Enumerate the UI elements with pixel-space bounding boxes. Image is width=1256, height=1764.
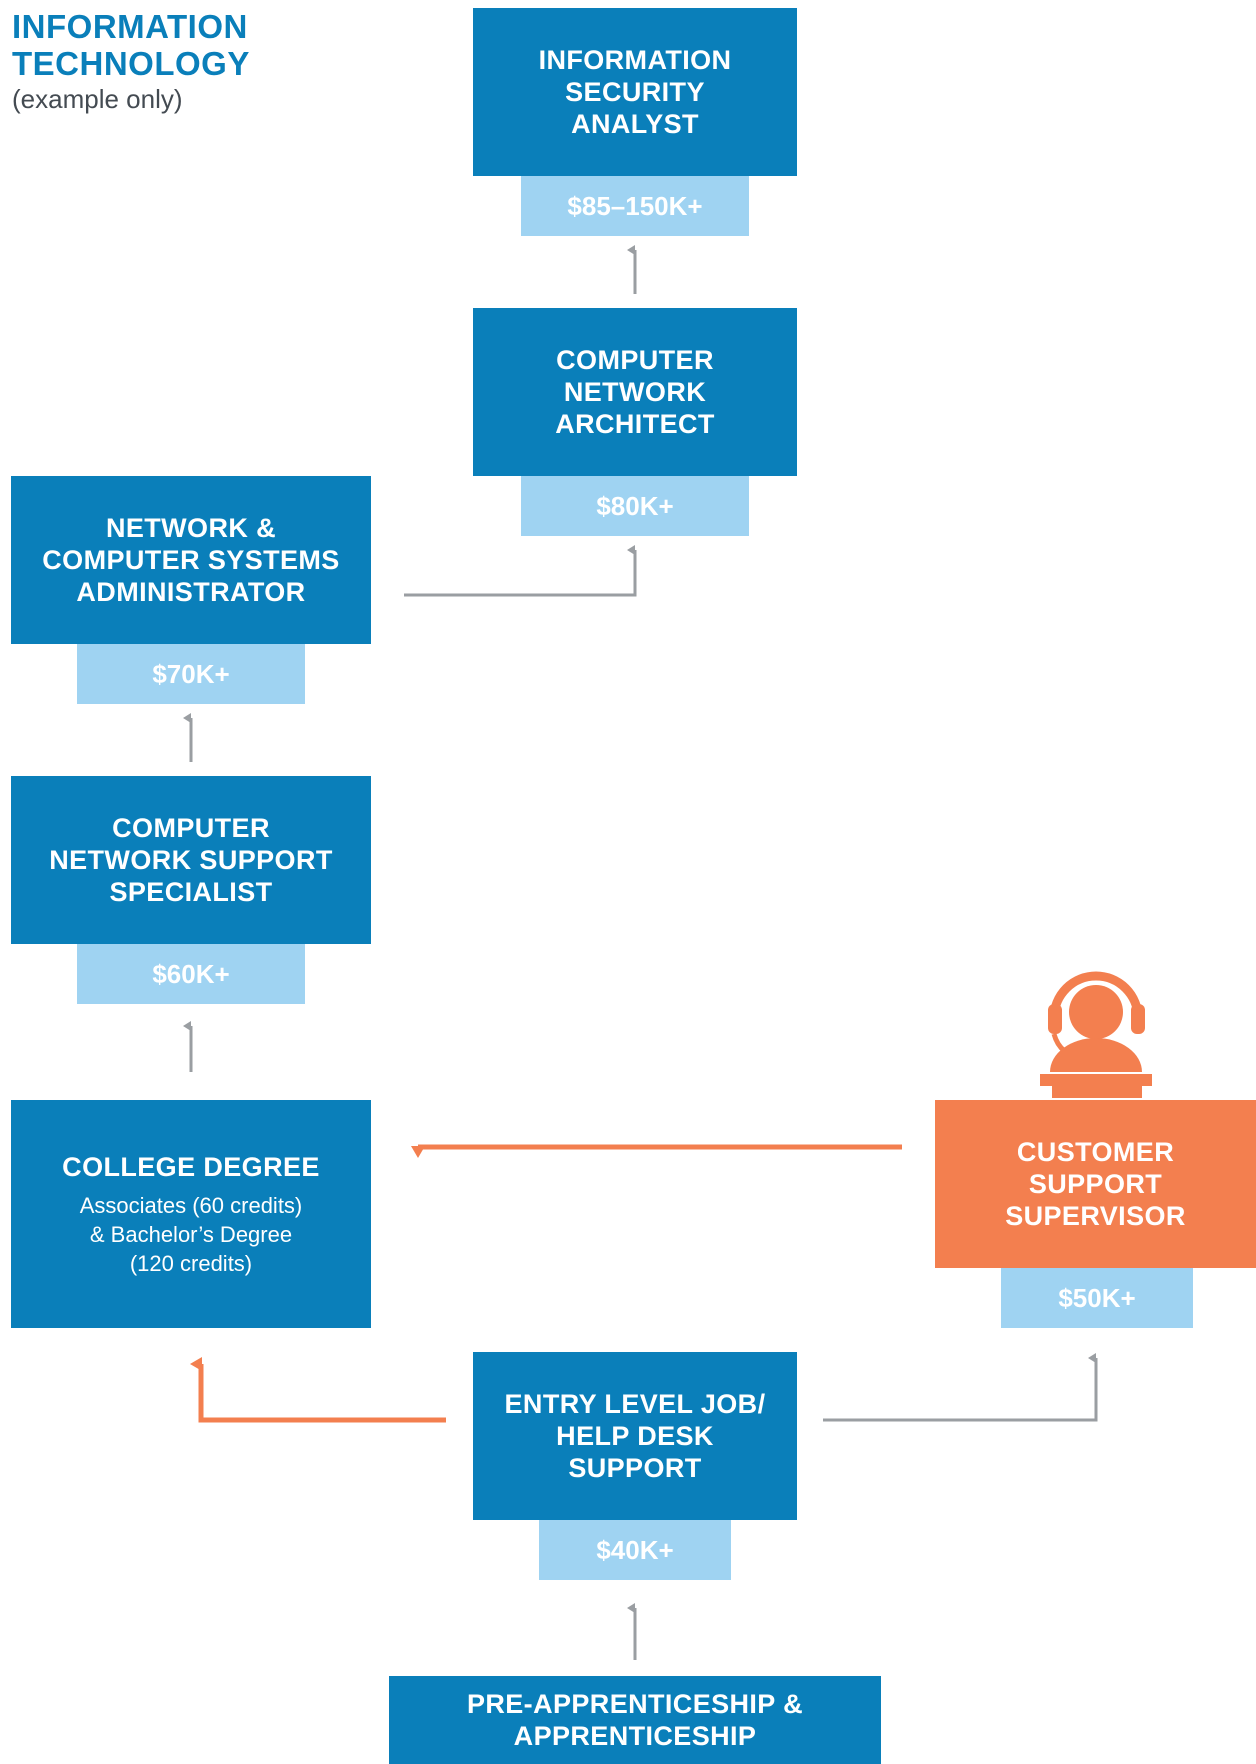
- salary-badge-customer-support-supervisor: $50K+: [1001, 1268, 1193, 1328]
- node-information-security-analyst: INFORMATION SECURITY ANALYST: [473, 8, 797, 176]
- node-customer-support-supervisor: CUSTOMER SUPPORT SUPERVISOR: [935, 1100, 1256, 1268]
- node-computer-network-architect: COMPUTER NETWORK ARCHITECT: [473, 308, 797, 476]
- node-title: COLLEGE DEGREE: [62, 1151, 320, 1182]
- node-title: COMPUTER NETWORK ARCHITECT: [555, 345, 715, 439]
- page-title: INFORMATION TECHNOLOGY: [12, 8, 250, 82]
- salary-badge-information-security-analyst: $85–150K+: [521, 176, 749, 236]
- node-pre-apprenticeship: PRE-APPRENTICESHIP & APPRENTICESHIP: [389, 1676, 881, 1764]
- salary-badge-computer-network-architect: $80K+: [521, 476, 749, 536]
- node-title: INFORMATION SECURITY ANALYST: [538, 45, 732, 139]
- arrow-administrator-to-architect: [404, 545, 637, 597]
- arrow-entry-to-college: [190, 1357, 446, 1423]
- salary-badge-entry-level-help-desk: $40K+: [539, 1520, 731, 1580]
- node-entry-level-help-desk: ENTRY LEVEL JOB/ HELP DESK SUPPORT: [473, 1352, 797, 1520]
- node-title: ENTRY LEVEL JOB/ HELP DESK SUPPORT: [504, 1389, 766, 1483]
- node-title: NETWORK & COMPUTER SYSTEMS ADMINISTRATOR: [42, 513, 340, 607]
- page-subtitle: (example only): [12, 84, 183, 114]
- page-heading: INFORMATION TECHNOLOGY (example only): [12, 8, 250, 114]
- node-network-support-specialist: COMPUTER NETWORK SUPPORT SPECIALIST: [11, 776, 371, 944]
- node-title: COMPUTER NETWORK SUPPORT SPECIALIST: [49, 813, 333, 907]
- arrow-entry-to-supervisor: [823, 1353, 1098, 1422]
- node-title: CUSTOMER SUPPORT SUPERVISOR: [1005, 1137, 1186, 1231]
- salary-badge-network-support-specialist: $60K+: [77, 944, 305, 1004]
- node-college-degree: COLLEGE DEGREE Associates (60 credits) &…: [11, 1100, 371, 1328]
- node-detail: Associates (60 credits) & Bachelor’s Deg…: [79, 1192, 303, 1276]
- node-network-systems-administrator: NETWORK & COMPUTER SYSTEMS ADMINISTRATOR: [11, 476, 371, 644]
- node-title: PRE-APPRENTICESHIP & APPRENTICESHIP: [466, 1689, 804, 1751]
- salary-badge-network-systems-administrator: $70K+: [77, 644, 305, 704]
